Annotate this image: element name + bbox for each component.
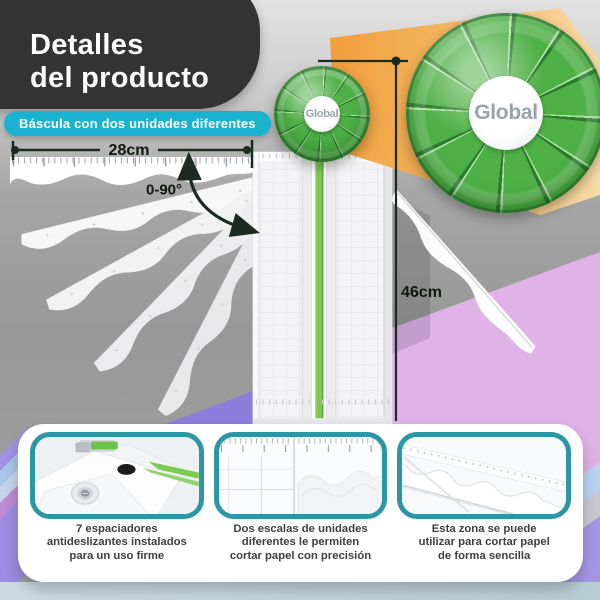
brand-logo-large: Global xyxy=(474,101,538,124)
purple-wedge xyxy=(163,391,253,425)
tension-knob-zoomed: Global xyxy=(406,13,600,213)
title-badge: Detalles del producto xyxy=(0,0,260,109)
feature-image-spacers xyxy=(30,432,204,520)
trimmer-shadow xyxy=(392,196,430,354)
measurement-lines xyxy=(11,56,408,421)
ruler-arm-diagonal xyxy=(392,189,536,354)
trimmer-body xyxy=(250,151,395,430)
feature-caption-cut-zone: Esta zona se puede utilizar para cortar … xyxy=(418,523,550,562)
feature-caption-scales: Dos escalas de unidades diferentes le pe… xyxy=(229,523,372,562)
cut-zone-illustration xyxy=(402,437,567,515)
feature-card-scales: Dos escalas de unidades diferentes le pe… xyxy=(213,432,388,574)
knob-hub-zoomed: Global xyxy=(469,76,543,150)
height-measurement-label: 46cm xyxy=(401,284,442,301)
angle-measurement-label: 0-90° xyxy=(145,181,183,199)
feature-card-spacers: 7 espaciadores antideslizantes instalado… xyxy=(30,432,204,574)
page-title-line1: Detalles xyxy=(30,29,144,61)
knob-hub: Global xyxy=(304,96,340,132)
feature-image-cut-zone xyxy=(397,432,572,520)
features-panel: 7 espaciadores antideslizantes instalado… xyxy=(18,424,583,582)
page-title-line2: del producto xyxy=(30,62,210,94)
feature-card-cut-zone: Esta zona se puede utilizar para cortar … xyxy=(397,432,572,574)
width-measurement-label: 28cm xyxy=(108,142,150,159)
scales-illustration xyxy=(218,437,383,515)
feature-image-scales xyxy=(213,432,388,520)
tension-knob: Global xyxy=(274,66,370,162)
bottom-strip xyxy=(0,582,600,600)
subtitle-pill: Báscula con dos unidades diferentes xyxy=(4,111,271,136)
spacers-illustration xyxy=(35,437,199,515)
brand-logo-small: Global xyxy=(305,108,339,120)
ruler-arm-horizontal xyxy=(10,157,256,185)
feature-caption-spacers: 7 espaciadores antideslizantes instalado… xyxy=(46,523,187,562)
